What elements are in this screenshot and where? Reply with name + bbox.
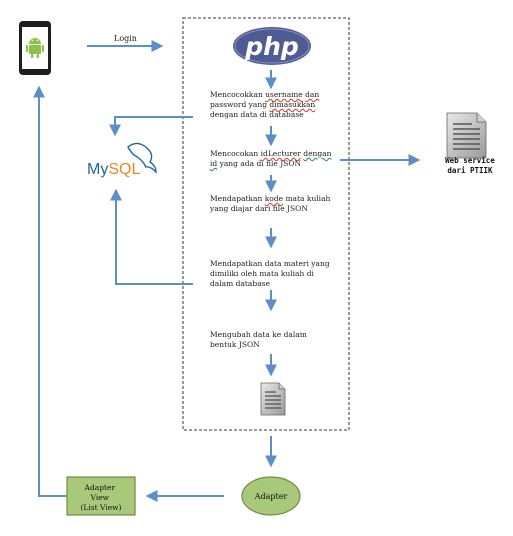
step-line: dimiliki oleh mata kuliah di xyxy=(210,269,345,279)
adapter-view-line2: View xyxy=(90,493,110,502)
step-line: Mendapatkan data materi yang xyxy=(210,259,345,269)
step-text-segment: bentuk JSON xyxy=(210,340,260,349)
step-text-segment: yang diajar dari file JSON xyxy=(210,204,308,213)
adapter-view-line3: (List View) xyxy=(80,503,121,512)
webservice-label: Web service dari PTIIK xyxy=(435,156,505,176)
step-line: Mengubah data ke dalam xyxy=(210,330,345,340)
webservice-label-line1: Web service xyxy=(445,156,495,165)
step-text-segment: yang ada di file JSON xyxy=(217,159,302,168)
step-line: dalam database xyxy=(210,279,345,289)
adapter-view-label: Adapter View (List View) xyxy=(80,483,121,512)
step-text-segment: dimiliki oleh mata kuliah di xyxy=(210,269,314,278)
document-icon xyxy=(446,112,487,159)
step-text-segment: Mendapatkan data materi yang xyxy=(210,259,330,268)
step-text-segment: username xyxy=(265,90,303,99)
step-text-segment: Mengubah data ke dalam xyxy=(210,330,307,339)
step-line: Mendapatkan kode mata kuliah xyxy=(210,194,345,204)
step-text-segment: dengan data di database xyxy=(210,110,304,119)
step-text-segment: idLecturer xyxy=(260,149,301,158)
step-text-segment: mata kuliah xyxy=(283,194,331,203)
login-label: Login xyxy=(114,34,137,43)
step-line: password yang dimasukkan xyxy=(210,100,345,110)
step-text-segment: Mencocokkan xyxy=(210,90,266,99)
server-boundary xyxy=(182,17,350,431)
step-line: Mencocokan idLecturer dengan xyxy=(210,149,345,159)
step-text-segment: kode xyxy=(264,194,284,203)
step-text-segment: password yang xyxy=(210,100,270,109)
php-label: php xyxy=(244,32,299,61)
mysql-logo-icon: MySQL xyxy=(87,142,157,178)
step-line: bentuk JSON xyxy=(210,340,345,350)
step-text-segment: Mencocokan xyxy=(210,149,261,158)
step-text-segment: dimasukkan xyxy=(269,100,316,109)
step-text-segment: Mendapatkan xyxy=(210,194,265,203)
return-to-phone-arrow xyxy=(33,85,67,497)
mysql-my-label: My xyxy=(87,161,108,178)
android-phone-icon xyxy=(19,21,51,75)
mysql-sql-label: SQL xyxy=(108,161,140,178)
webservice-label-line2: dari PTIIK xyxy=(447,166,493,175)
step-text-segment: dan xyxy=(305,90,320,99)
adapter-node xyxy=(241,476,301,516)
step-text-segment: dengan xyxy=(303,149,332,158)
mysql-link-arrow-1 xyxy=(109,116,193,137)
json-document-icon xyxy=(260,382,286,416)
adapter-view-line1: Adapter xyxy=(84,483,116,492)
php-logo-icon: php xyxy=(233,27,311,65)
mysql-link-arrow-2 xyxy=(110,188,193,285)
step-line: id yang ada di file JSON xyxy=(210,159,345,169)
adapter-view-node xyxy=(66,476,136,516)
svg-text:MySQL: MySQL xyxy=(87,161,140,178)
adapter-label: Adapter xyxy=(254,492,288,501)
step-line: yang diajar dari file JSON xyxy=(210,204,345,214)
step-line: Mencocokkan username dan xyxy=(210,90,345,100)
step-text-segment: id xyxy=(210,159,218,168)
step-text-segment: dalam database xyxy=(210,279,270,288)
step-line: dengan data di database xyxy=(210,110,345,120)
